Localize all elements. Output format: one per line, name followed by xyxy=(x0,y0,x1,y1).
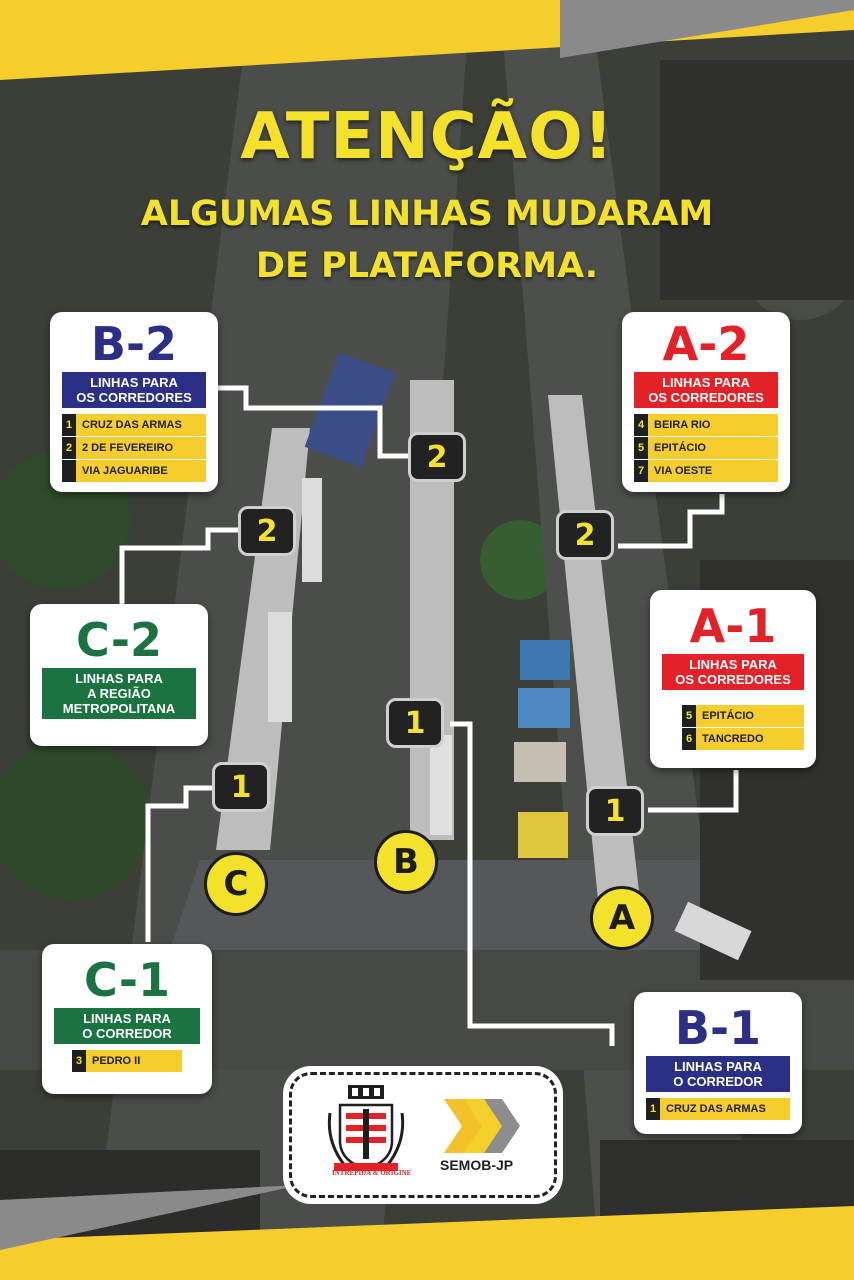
bus-line-item: VIA JAGUARIBE xyxy=(62,460,206,482)
platform-marker-c1: 1 xyxy=(212,762,270,812)
destination-banner: LINHAS PARA A REGIÃO METROPOLITANA xyxy=(42,668,196,719)
platform-code: C-1 xyxy=(84,953,170,1007)
banner-line: LINHAS PARA xyxy=(674,1059,762,1074)
banner-line: A REGIÃO xyxy=(87,686,151,701)
platform-code: B-2 xyxy=(90,317,178,371)
headline-line-1: ALGUMAS LINHAS MUDARAM xyxy=(140,194,714,234)
line-name: TANCREDO xyxy=(696,728,804,750)
line-name: EPITÁCIO xyxy=(648,437,778,459)
platform-code: B-1 xyxy=(674,1001,762,1055)
banner-line: O CORREDOR xyxy=(673,1074,763,1089)
line-name: CRUZ DAS ARMAS xyxy=(660,1098,790,1120)
platform-code: A-2 xyxy=(662,317,750,371)
platform-code: A-1 xyxy=(689,599,777,653)
platform-marker-b2: 2 xyxy=(408,432,466,482)
platform-marker-c2: 2 xyxy=(238,506,296,556)
crest-motto: INTREPIDA & ORIGINE xyxy=(332,1169,412,1177)
banner-line: LINHAS PARA xyxy=(90,375,178,390)
banner-line: OS CORREDORES xyxy=(648,390,764,405)
line-name: VIA OESTE xyxy=(648,460,778,482)
destination-banner: LINHAS PARA OS CORREDORES xyxy=(62,372,206,408)
line-number: 6 xyxy=(682,728,696,750)
line-number xyxy=(62,460,76,482)
line-number: 1 xyxy=(646,1098,660,1120)
destination-banner: LINHAS PARA O CORREDOR xyxy=(54,1008,200,1044)
line-name: CRUZ DAS ARMAS xyxy=(76,414,206,436)
semob-label: SEMOB-JP xyxy=(440,1157,514,1173)
line-number: 5 xyxy=(682,705,696,727)
platform-card-c2: C-2 LINHAS PARA A REGIÃO METROPOLITANA xyxy=(30,604,208,746)
banner-line: LINHAS PARA xyxy=(75,671,163,686)
line-number: 1 xyxy=(62,414,76,436)
platform-marker-a1: 1 xyxy=(586,786,644,836)
banner-line: LINHAS PARA xyxy=(83,1011,171,1026)
platform-letter-b: B xyxy=(374,830,438,894)
destination-banner: LINHAS PARA O CORREDOR xyxy=(646,1056,790,1092)
platform-letter-a: A xyxy=(590,886,654,950)
headline-title: ATENÇÃO! xyxy=(240,100,614,174)
banner-line: LINHAS PARA xyxy=(689,657,777,672)
line-number: 5 xyxy=(634,437,648,459)
line-name: BEIRA RIO xyxy=(648,414,778,436)
platform-code: C-2 xyxy=(76,613,162,667)
platform-marker-b1: 1 xyxy=(386,698,444,748)
platform-marker-a2: 2 xyxy=(556,510,614,560)
line-number: 3 xyxy=(72,1050,86,1072)
line-number: 4 xyxy=(634,414,648,436)
city-crest-icon xyxy=(327,1085,405,1171)
line-name: VIA JAGUARIBE xyxy=(76,460,206,482)
destination-banner: LINHAS PARA OS CORREDORES xyxy=(634,372,778,408)
platform-letter-c: C xyxy=(204,852,268,916)
line-name: EPITÁCIO xyxy=(696,705,804,727)
line-name: 2 DE FEVEREIRO xyxy=(76,437,206,459)
banner-line: OS CORREDORES xyxy=(76,390,192,405)
destination-banner: LINHAS PARA OS CORREDORES xyxy=(662,654,804,690)
semob-chevron-logo-icon xyxy=(444,1099,520,1153)
logos-box: INTREPIDA & ORIGINE SEMOB-JP xyxy=(289,1072,557,1198)
banner-line: METROPOLITANA xyxy=(62,701,176,716)
banner-line: OS CORREDORES xyxy=(675,672,791,687)
banner-line: O CORREDOR xyxy=(82,1026,172,1041)
banner-line: LINHAS PARA xyxy=(662,375,750,390)
line-name: PEDRO II xyxy=(86,1050,182,1072)
headline-line-2: DE PLATAFORMA. xyxy=(255,246,599,286)
line-number: 2 xyxy=(62,437,76,459)
line-number: 7 xyxy=(634,460,648,482)
